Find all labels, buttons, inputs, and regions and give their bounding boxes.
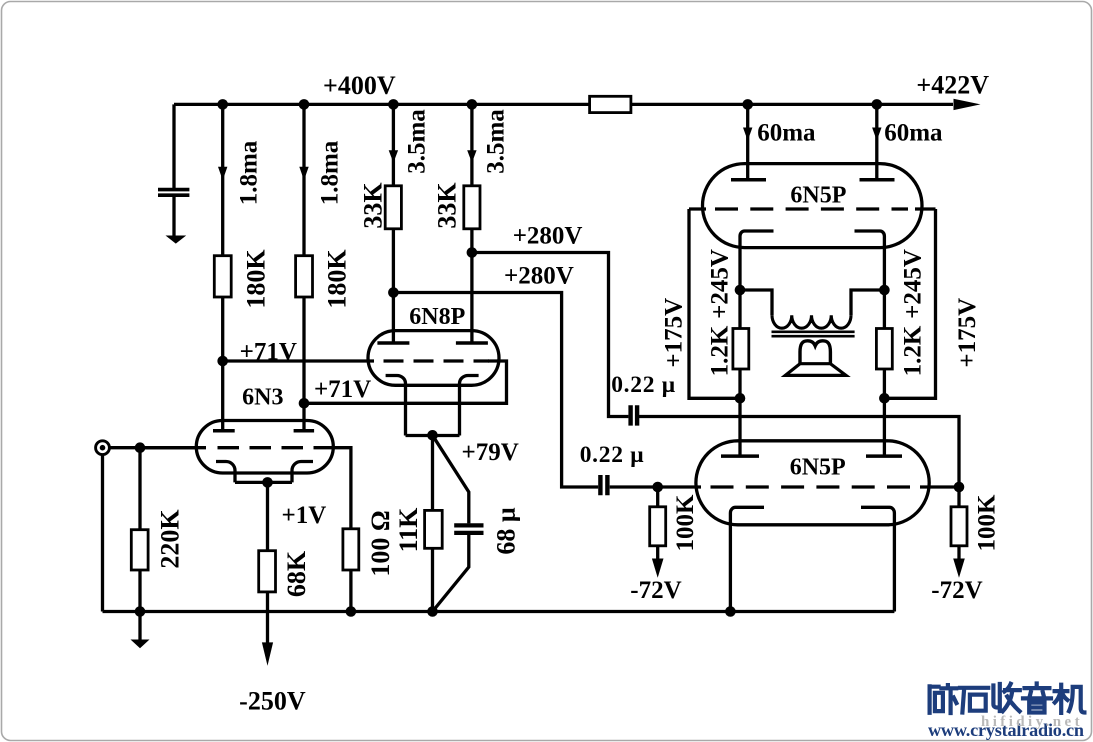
svg-text:+71V: +71V: [314, 376, 371, 403]
svg-text:6N5P: 6N5P: [790, 455, 846, 481]
svg-text:1.8ma: 1.8ma: [317, 140, 344, 205]
svg-text:220K: 220K: [156, 509, 185, 569]
svg-text:100 Ω: 100 Ω: [366, 510, 395, 576]
svg-text:-72V: -72V: [931, 577, 982, 604]
svg-text:+79V: +79V: [462, 439, 519, 466]
svg-text:180K: 180K: [323, 249, 352, 309]
svg-text:3.5ma: 3.5ma: [483, 109, 510, 174]
svg-text:+280V: +280V: [513, 223, 583, 250]
svg-text:+245V: +245V: [707, 249, 734, 319]
svg-text:60ma: 60ma: [884, 120, 943, 147]
svg-text:0.22 μ: 0.22 μ: [611, 372, 676, 398]
svg-text:60ma: 60ma: [757, 120, 816, 147]
svg-text:11K: 11K: [394, 507, 423, 553]
svg-text:6N3: 6N3: [242, 384, 283, 410]
svg-text:1.8ma: 1.8ma: [236, 140, 263, 205]
svg-text:1.2K: 1.2K: [900, 325, 927, 376]
svg-text:6N8P: 6N8P: [409, 304, 465, 330]
svg-text:+400V: +400V: [323, 71, 396, 100]
svg-text:+422V: +422V: [916, 71, 989, 100]
svg-text:-250V: -250V: [239, 687, 306, 716]
svg-text:hifidiy.net: hifidiy.net: [981, 714, 1083, 730]
svg-text:+280V: +280V: [504, 263, 574, 290]
svg-text:6N5P: 6N5P: [790, 183, 846, 209]
svg-text:33K: 33K: [359, 182, 388, 229]
svg-text:+71V: +71V: [240, 338, 297, 365]
svg-text:+1V: +1V: [281, 502, 326, 529]
svg-text:68K: 68K: [282, 550, 311, 597]
svg-text:0.22 μ: 0.22 μ: [580, 442, 645, 468]
svg-text:100K: 100K: [974, 494, 1001, 552]
svg-text:68 μ: 68 μ: [492, 507, 521, 555]
svg-text:3.5ma: 3.5ma: [404, 109, 431, 174]
svg-text:+175V: +175V: [954, 298, 981, 368]
svg-text:1.2K: 1.2K: [707, 325, 734, 376]
svg-text:+245V: +245V: [900, 249, 927, 319]
svg-text:+175V: +175V: [661, 298, 688, 368]
svg-text:www.crystalradio.cn: www.crystalradio.cn: [928, 720, 1084, 740]
svg-text:180K: 180K: [242, 249, 271, 309]
svg-text:-72V: -72V: [630, 577, 681, 604]
svg-text:100K: 100K: [672, 494, 699, 552]
svg-text:33K: 33K: [433, 182, 462, 229]
